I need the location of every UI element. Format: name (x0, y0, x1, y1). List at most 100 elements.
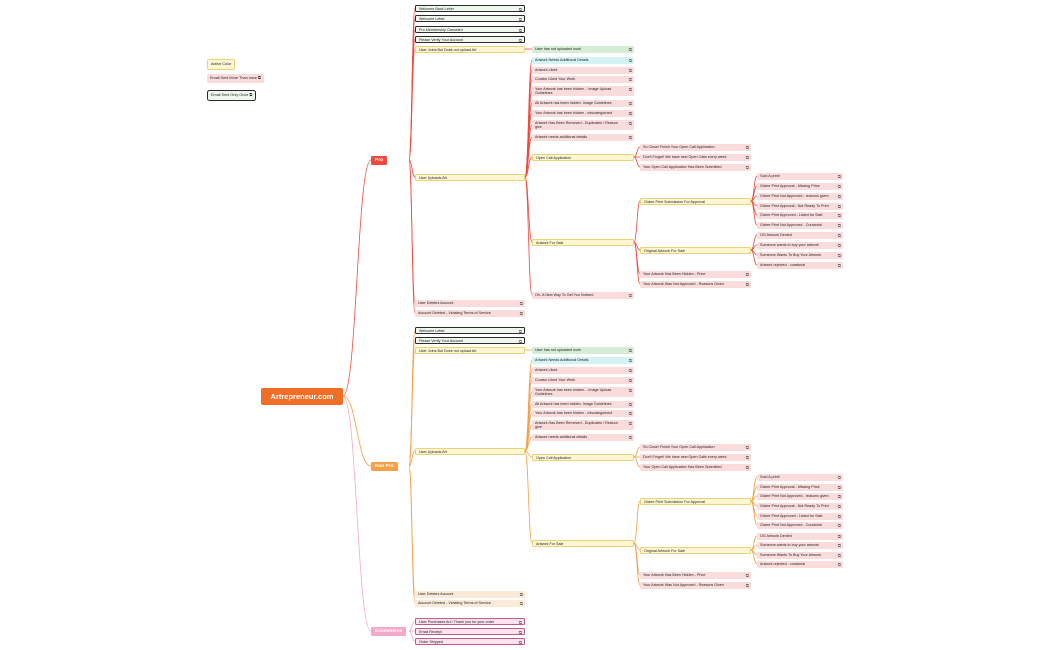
external-link-icon[interactable]: ⧉ (518, 16, 522, 22)
node-user-uploads-art[interactable]: User Uploads Art (415, 447, 525, 455)
node-original-artwork-for-sale[interactable]: Original Artwork For Sale (640, 546, 751, 554)
external-link-icon[interactable]: ⧉ (518, 639, 522, 645)
node-artwork-for-sale[interactable]: Artwork For Sale (532, 238, 634, 246)
node-your-artwork-was-not-approved-reasons-given[interactable]: Your Artwork Was Not Approved - Reasons … (640, 581, 751, 589)
node-giclee-print-approval-missing-price[interactable]: Giclee Print Approval - Missing Price⧉ (757, 483, 843, 491)
node-welcome-letter[interactable]: Welcome Letter⧉ (415, 326, 525, 334)
node-giclee-print-not-approved-reasons-given[interactable]: Giclee Print Not Approved - reasons give… (757, 192, 843, 200)
node-giclee-print-not-approved-curatorial[interactable]: Giclee Print Not Approved - Curatorial⧉ (757, 521, 843, 529)
external-link-icon[interactable]: ⧉ (837, 561, 841, 567)
external-link-icon[interactable]: ⧉ (837, 493, 841, 499)
external-link-icon[interactable]: ⧉ (745, 444, 749, 450)
node-your-artwork-has-been-hidden-price[interactable]: Your Artwork Has Been Hidden - Price⧉ (640, 571, 751, 579)
node-curator-liked-your-work[interactable]: Curator Liked Your Work⧉ (532, 376, 634, 384)
node-og-artwork-denied[interactable]: OG Artwork Denied⧉ (757, 231, 843, 239)
node-giclee-print-submission-for-approval[interactable]: Giclee Print Submission For Approval (640, 197, 751, 205)
root-node[interactable]: Artrepreneur.com (261, 388, 343, 405)
external-link-icon[interactable]: ⧉ (837, 522, 841, 528)
external-link-icon[interactable]: ⧉ (745, 454, 749, 460)
external-link-icon[interactable]: ⧉ (837, 173, 841, 179)
external-link-icon[interactable]: ⧉ (628, 410, 632, 416)
external-link-icon[interactable]: ⧉ (628, 67, 632, 73)
external-link-icon[interactable]: ⧉ (745, 154, 749, 160)
external-link-icon[interactable]: ⧉ (837, 232, 841, 238)
node-giclee-print-approval-missing-price[interactable]: Giclee Print Approval - Missing Price⧉ (757, 182, 843, 190)
external-link-icon[interactable]: ⧉ (745, 271, 749, 277)
external-link-icon[interactable]: ⧉ (745, 144, 749, 150)
node-curator-liked-your-work[interactable]: Curator Liked Your Work⧉ (532, 75, 634, 83)
node-artwork-for-sale[interactable]: Artwork For Sale (532, 539, 634, 547)
node-artwork-needs-additional-details[interactable]: Artwork Needs Additional Details⧉ (532, 356, 634, 364)
external-link-icon[interactable]: ⧉ (837, 513, 841, 519)
node-your-open-call-application-has-been-submitted[interactable]: Your Open Call Application Has Been Subm… (640, 163, 751, 171)
node-artwork-rejected-curatorial[interactable]: Artwork rejected - curatorial⧉ (757, 261, 843, 269)
node-user-purchases-art-thank-you-for-your-order[interactable]: User Purchases Art / Thank you for your … (415, 617, 525, 625)
node-welcome-back-letter[interactable]: Welcome Back Letter⧉ (415, 4, 525, 12)
external-link-icon[interactable]: ⧉ (837, 552, 841, 558)
node-og-artwork-denied[interactable]: OG Artwork Denied⧉ (757, 532, 843, 540)
external-link-icon[interactable]: ⧉ (628, 100, 632, 106)
node-giclee-print-not-approved-reasons-given[interactable]: Giclee Print Not Approved - reasons give… (757, 492, 843, 500)
external-link-icon[interactable]: ⧉ (518, 619, 522, 625)
external-link-icon[interactable]: ⧉ (518, 328, 522, 334)
external-link-icon[interactable]: ⧉ (628, 121, 632, 126)
node-giclee-print-approval-not-ready-to-print[interactable]: Giclee Print Approval - Not Ready To Pri… (757, 502, 843, 510)
node-sold-a-print[interactable]: Sold A print!⧉ (757, 473, 843, 481)
branch-pro[interactable]: Pro (371, 155, 387, 165)
node-someone-wants-to-buy-your-artwork[interactable]: Someone wants to buy your artwork⧉ (757, 241, 843, 249)
node-your-artwork-has-been-hidden-miscategorized[interactable]: Your Artwork has been hidden - miscatego… (532, 109, 634, 117)
node-welcome-letter[interactable]: Welcome Letter⧉ (415, 14, 525, 22)
external-link-icon[interactable]: ⧉ (518, 27, 522, 33)
external-link-icon[interactable]: ⧉ (628, 377, 632, 383)
external-link-icon[interactable]: ⧉ (628, 434, 632, 440)
branch-nonpro[interactable]: Non Pro (371, 461, 398, 471)
node-account-deleted-violating-terms-of-service[interactable]: Account Deleted - Violating Terms of Ser… (415, 599, 525, 607)
node-pro-membership-canceled[interactable]: Pro Membership Canceled⧉ (415, 25, 525, 33)
external-link-icon[interactable]: ⧉ (518, 629, 522, 635)
node-giclee-print-not-approved-curatorial[interactable]: Giclee Print Not Approved - Curatorial⧉ (757, 221, 843, 229)
node-user-has-not-uploaded-work[interactable]: User has not uploaded work⧉ (532, 346, 634, 354)
external-link-icon[interactable]: ⧉ (837, 242, 841, 248)
external-link-icon[interactable]: ⧉ (837, 183, 841, 189)
node-your-artwork-was-not-approved-reasons-given[interactable]: Your Artwork Was Not Approved - Reasons … (640, 280, 751, 288)
node-giclee-print-submission-for-approval[interactable]: Giclee Print Submission For Approval (640, 497, 751, 505)
node-order-shipped[interactable]: Order Shipped⧉ (415, 637, 525, 645)
external-link-icon[interactable]: ⧉ (519, 600, 523, 606)
node-artwork-needs-additional-details[interactable]: Artwork needs additional details⧉ (532, 133, 634, 141)
node-user-deletes-account[interactable]: User Deletes Account⧉ (415, 590, 525, 598)
node-artwork-liked[interactable]: Artwork Liked⧉ (532, 366, 634, 374)
node-so-close-finish-your-open-call-application[interactable]: So Close! Finish Your Open Call Applicat… (640, 443, 751, 451)
node-artwork-has-been-removed-duplicates-reason-give[interactable]: Artwork Has Been Removed - Duplicates / … (532, 120, 634, 130)
node-your-artwork-has-been-hidden-price[interactable]: Your Artwork Has Been Hidden - Price⧉ (640, 270, 751, 278)
external-link-icon[interactable]: ⧉ (628, 347, 632, 353)
node-please-verify-your-account[interactable]: Please Verify Your Account⧉ (415, 35, 525, 43)
node-someone-wants-to-buy-your-artwork[interactable]: Someone Wants To Buy Your Artwork⧉ (757, 251, 843, 259)
node-original-artwork-for-sale[interactable]: Original Artwork For Sale (640, 246, 751, 254)
external-link-icon[interactable]: ⧉ (628, 292, 632, 298)
external-link-icon[interactable]: ⧉ (837, 222, 841, 228)
external-link-icon[interactable]: ⧉ (519, 591, 523, 597)
node-all-artwork-has-been-hidden-image-guidelines[interactable]: All Artwork has been hidden. Image Guide… (532, 99, 634, 107)
node-your-artwork-has-been-hidden-miscategorized[interactable]: Your Artwork has been hidden - miscatego… (532, 409, 634, 417)
external-link-icon[interactable]: ⧉ (745, 164, 749, 170)
external-link-icon[interactable]: ⧉ (518, 6, 522, 12)
node-someone-wants-to-buy-your-artwork[interactable]: Someone wants to buy your artwork⧉ (757, 541, 843, 549)
external-link-icon[interactable]: ⧉ (837, 474, 841, 480)
node-artwork-rejected-curatorial[interactable]: Artwork rejected - curatorial⧉ (757, 560, 843, 568)
node-someone-wants-to-buy-your-artwork[interactable]: Someone Wants To Buy Your Artwork⧉ (757, 551, 843, 559)
node-oh-a-new-way-to-get-you-noticed[interactable]: Oh- A New Way To Get You Noticed⧉ (532, 291, 634, 299)
external-link-icon[interactable]: ⧉ (518, 338, 522, 344)
node-sold-a-print[interactable]: Sold A print!⧉ (757, 172, 843, 180)
node-please-verify-your-account[interactable]: Please Verify Your Account⧉ (415, 336, 525, 344)
node-so-close-finish-your-open-call-application[interactable]: So Close! Finish Your Open Call Applicat… (640, 143, 751, 151)
external-link-icon[interactable]: ⧉ (628, 388, 632, 393)
external-link-icon[interactable]: ⧉ (628, 134, 632, 140)
external-link-icon[interactable]: ⧉ (628, 57, 632, 63)
external-link-icon[interactable]: ⧉ (837, 484, 841, 490)
node-user-uploads-art[interactable]: User Uploads Art (415, 173, 525, 181)
node-user-joins-but-does-not-upload-art[interactable]: User Joins But Does not upload Art (415, 45, 525, 53)
external-link-icon[interactable]: ⧉ (837, 193, 841, 199)
node-your-artwork-has-been-hidden-image-upload-guidelines[interactable]: Your Artwork has been hidden. - Image Up… (532, 86, 634, 96)
node-don-t-forget-we-have-new-open-calls-every-week[interactable]: Don't Forget! We have new Open Calls eve… (640, 453, 751, 461)
external-link-icon[interactable]: ⧉ (745, 572, 749, 578)
